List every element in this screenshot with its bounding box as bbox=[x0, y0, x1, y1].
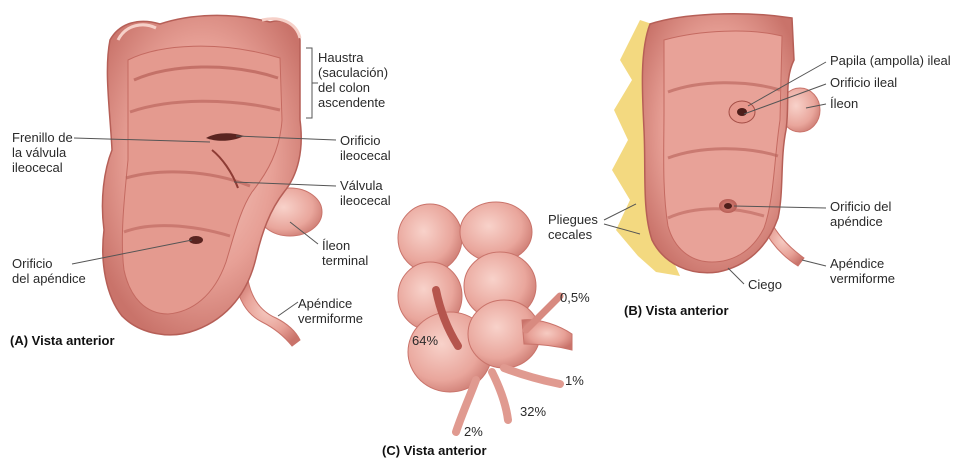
appendix-shape-a bbox=[236, 280, 300, 346]
label-frenillo: Frenillo de la válvula ileocecal bbox=[12, 130, 73, 175]
label-pliegues: Pliegues cecales bbox=[548, 212, 598, 242]
caption-c: (C) Vista anterior bbox=[382, 443, 487, 458]
pct-32: 32% bbox=[520, 404, 546, 419]
leader-apendice-a bbox=[278, 302, 298, 316]
caption-a: (A) Vista anterior bbox=[10, 333, 115, 348]
label-haustra: Haustra (saculación) del colon ascendent… bbox=[318, 50, 388, 110]
label-apendice-a: Apéndice vermiforme bbox=[298, 296, 363, 326]
label-apendice-b: Apéndice vermiforme bbox=[830, 256, 895, 286]
ileal-orifice bbox=[737, 108, 747, 116]
colon-lumen-b bbox=[664, 31, 782, 262]
pct-64: 64% bbox=[412, 333, 438, 348]
leader-ciego bbox=[728, 268, 744, 284]
label-orificio-ileal: Orificio ileal bbox=[830, 75, 897, 90]
leader-apendice-b bbox=[802, 260, 826, 266]
label-ileon: Íleon bbox=[830, 96, 858, 111]
haustra-bracket bbox=[306, 48, 318, 118]
label-ileon-terminal: Íleon terminal bbox=[322, 238, 368, 268]
caption-b: (B) Vista anterior bbox=[624, 303, 729, 318]
colon-lumen-a bbox=[122, 46, 282, 314]
appendix-32 bbox=[492, 372, 508, 420]
pct-1: 1% bbox=[565, 373, 584, 388]
label-orificio-apendice-a: Orificio del apéndice bbox=[12, 256, 86, 286]
pct-0-5: 0,5% bbox=[560, 290, 590, 305]
label-ciego: Ciego bbox=[748, 277, 782, 292]
pct-2: 2% bbox=[464, 424, 483, 439]
label-orificio-apendice-b: Orificio del apéndice bbox=[830, 199, 891, 229]
panel-b-drawing bbox=[604, 14, 826, 284]
appendix-orifice-b-hole bbox=[724, 203, 732, 209]
appendix-1 bbox=[504, 368, 560, 384]
panel-c-drawing bbox=[398, 202, 572, 432]
label-valvula-ileocecal: Válvula ileocecal bbox=[340, 178, 391, 208]
panel-a-drawing bbox=[72, 15, 336, 346]
label-orificio-ileocecal: Orificio ileocecal bbox=[340, 133, 391, 163]
label-papila: Papila (ampolla) ileal bbox=[830, 53, 951, 68]
